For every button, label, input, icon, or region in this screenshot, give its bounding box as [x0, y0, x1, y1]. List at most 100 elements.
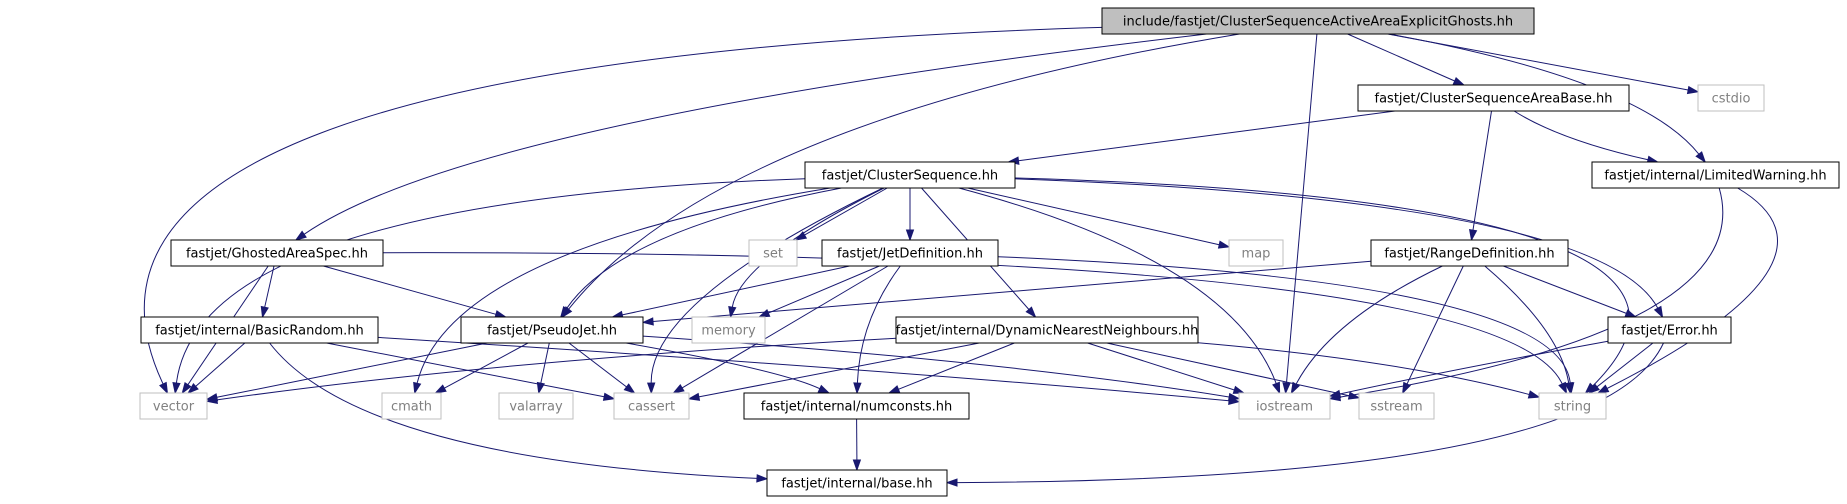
node-label-map: map [1242, 247, 1271, 262]
edge-numconsts-to-base [852, 418, 862, 472]
node-label-ghosted: fastjet/GhostedAreaSpec.hh [186, 247, 368, 262]
node-sstream: sstream [1358, 392, 1435, 420]
node-box-ghosted [170, 239, 384, 267]
edge-error-to-base [945, 342, 1664, 487]
node-vector: vector [139, 392, 208, 420]
edge-clusterseq-to-set [794, 187, 888, 241]
node-label-clusterseq: fastjet/ClusterSequence.hh [822, 169, 998, 184]
node-label-jetdef: fastjet/JetDefinition.hh [837, 247, 983, 262]
node-label-dnn: fastjet/internal/DynamicNearestNeighbour… [896, 324, 1199, 339]
node-box-jetdef [821, 239, 999, 267]
node-jetdef[interactable]: fastjet/JetDefinition.hh [821, 239, 999, 267]
edge-jetdef-to-cassert [672, 265, 889, 394]
node-root[interactable]: include/fastjet/ClusterSequenceActiveAre… [1101, 7, 1535, 35]
edge-dnn-to-string [1197, 342, 1541, 399]
node-label-base: fastjet/internal/base.hh [781, 477, 932, 492]
node-rangedef[interactable]: fastjet/RangeDefinition.hh [1370, 239, 1569, 267]
edge-basicrandom-to-vector [187, 342, 246, 395]
node-box-csab [1357, 84, 1630, 112]
edge-csab-to-clusterseq [1007, 110, 1396, 165]
node-box-numconsts [743, 392, 970, 420]
node-box-root [1101, 7, 1535, 35]
edge-jetdef-to-numconsts [853, 265, 901, 395]
node-box-cmath [381, 392, 442, 420]
node-valarray: valarray [498, 392, 574, 420]
node-label-memory: memory [701, 324, 756, 339]
node-base[interactable]: fastjet/internal/base.hh [766, 469, 948, 497]
node-numconsts[interactable]: fastjet/internal/numconsts.hh [743, 392, 970, 420]
node-label-set: set [763, 247, 783, 262]
edge-root-to-vector [143, 26, 1103, 395]
node-label-iostream: iostream [1256, 400, 1313, 415]
node-label-rangedef: fastjet/RangeDefinition.hh [1384, 247, 1554, 262]
node-dnn[interactable]: fastjet/internal/DynamicNearestNeighbour… [895, 316, 1199, 344]
node-box-set [748, 239, 798, 267]
edge-csab-to-rangedef [1468, 110, 1492, 242]
node-box-clusterseq [804, 161, 1016, 189]
edge-clusterseq-to-cassert [646, 187, 884, 395]
node-cstdio: cstdio [1697, 84, 1765, 112]
node-box-rangedef [1370, 239, 1569, 267]
node-label-root: include/fastjet/ClusterSequenceActiveAre… [1123, 15, 1513, 30]
edge-pseudojet-to-cmath [434, 342, 529, 394]
edge-pseudojet-to-numconsts [626, 342, 831, 394]
edge-pseudojet-to-cassert [568, 342, 636, 394]
node-box-vector [139, 392, 208, 420]
edge-csab-to-limwarn [1513, 110, 1660, 164]
edge-dnn-to-vector [205, 337, 897, 405]
node-box-cstdio [1697, 84, 1765, 112]
node-box-error [1607, 316, 1732, 344]
edge-jetdef-to-memory [757, 265, 880, 318]
node-set: set [748, 239, 798, 267]
edges-layer [143, 26, 1778, 487]
edge-clusterseq-to-pseudojet [559, 187, 842, 319]
node-limwarn[interactable]: fastjet/internal/LimitedWarning.hh [1591, 161, 1840, 189]
node-box-map [1228, 239, 1284, 267]
node-box-basicrandom [140, 316, 379, 344]
edge-limwarn-to-string [1596, 187, 1778, 394]
edge-rangedef-to-pseudojet [641, 260, 1372, 326]
edge-clusterseq-to-iostream [958, 187, 1281, 395]
node-pseudojet[interactable]: fastjet/PseudoJet.hh [460, 316, 644, 344]
edge-basicrandom-to-cassert [326, 342, 616, 401]
edge-ghosted-to-basicrandom [260, 265, 275, 319]
node-label-valarray: valarray [509, 400, 563, 415]
node-memory: memory [691, 316, 766, 344]
node-map: map [1228, 239, 1284, 267]
node-label-error: fastjet/Error.hh [1621, 324, 1718, 339]
edge-clusterseq-to-cmath [413, 187, 831, 395]
edge-root-to-iostream [1282, 33, 1318, 395]
node-label-string: string [1554, 400, 1591, 415]
edge-clusterseq-to-jetdef [905, 188, 915, 242]
node-box-dnn [895, 316, 1199, 344]
nodes-layer: include/fastjet/ClusterSequenceActiveAre… [139, 7, 1840, 497]
edge-ghosted-to-string [382, 252, 1568, 395]
edge-clusterseq-to-string [1014, 177, 1631, 395]
node-basicrandom[interactable]: fastjet/internal/BasicRandom.hh [140, 316, 379, 344]
node-box-sstream [1358, 392, 1435, 420]
edge-root-to-ghosted [294, 33, 1207, 241]
edge-clusterseq-to-error [1014, 178, 1664, 319]
node-csab[interactable]: fastjet/ClusterSequenceAreaBase.hh [1357, 84, 1630, 112]
edge-dnn-to-cassert [687, 342, 980, 401]
node-label-sstream: sstream [1370, 400, 1422, 415]
edge-error-to-iostream [1328, 340, 1609, 398]
edge-rangedef-to-error [1503, 265, 1638, 318]
node-label-cmath: cmath [391, 400, 432, 415]
node-box-string [1538, 392, 1607, 420]
edge-ghosted-to-pseudojet [323, 265, 508, 319]
node-ghosted[interactable]: fastjet/GhostedAreaSpec.hh [170, 239, 384, 267]
node-clusterseq[interactable]: fastjet/ClusterSequence.hh [804, 161, 1016, 189]
edge-rangedef-to-string [1484, 265, 1573, 395]
node-cassert: cassert [613, 392, 690, 420]
edge-root-to-csab [1347, 33, 1466, 86]
node-label-vector: vector [153, 400, 195, 415]
edge-limwarn-to-iostream [1328, 187, 1724, 402]
node-error[interactable]: fastjet/Error.hh [1607, 316, 1732, 344]
edge-basicrandom-to-base [269, 342, 769, 483]
edge-rangedef-to-iostream [1290, 265, 1443, 395]
node-iostream: iostream [1238, 392, 1331, 420]
edge-rangedef-to-sstream [1402, 265, 1464, 395]
node-label-cstdio: cstdio [1712, 92, 1751, 107]
